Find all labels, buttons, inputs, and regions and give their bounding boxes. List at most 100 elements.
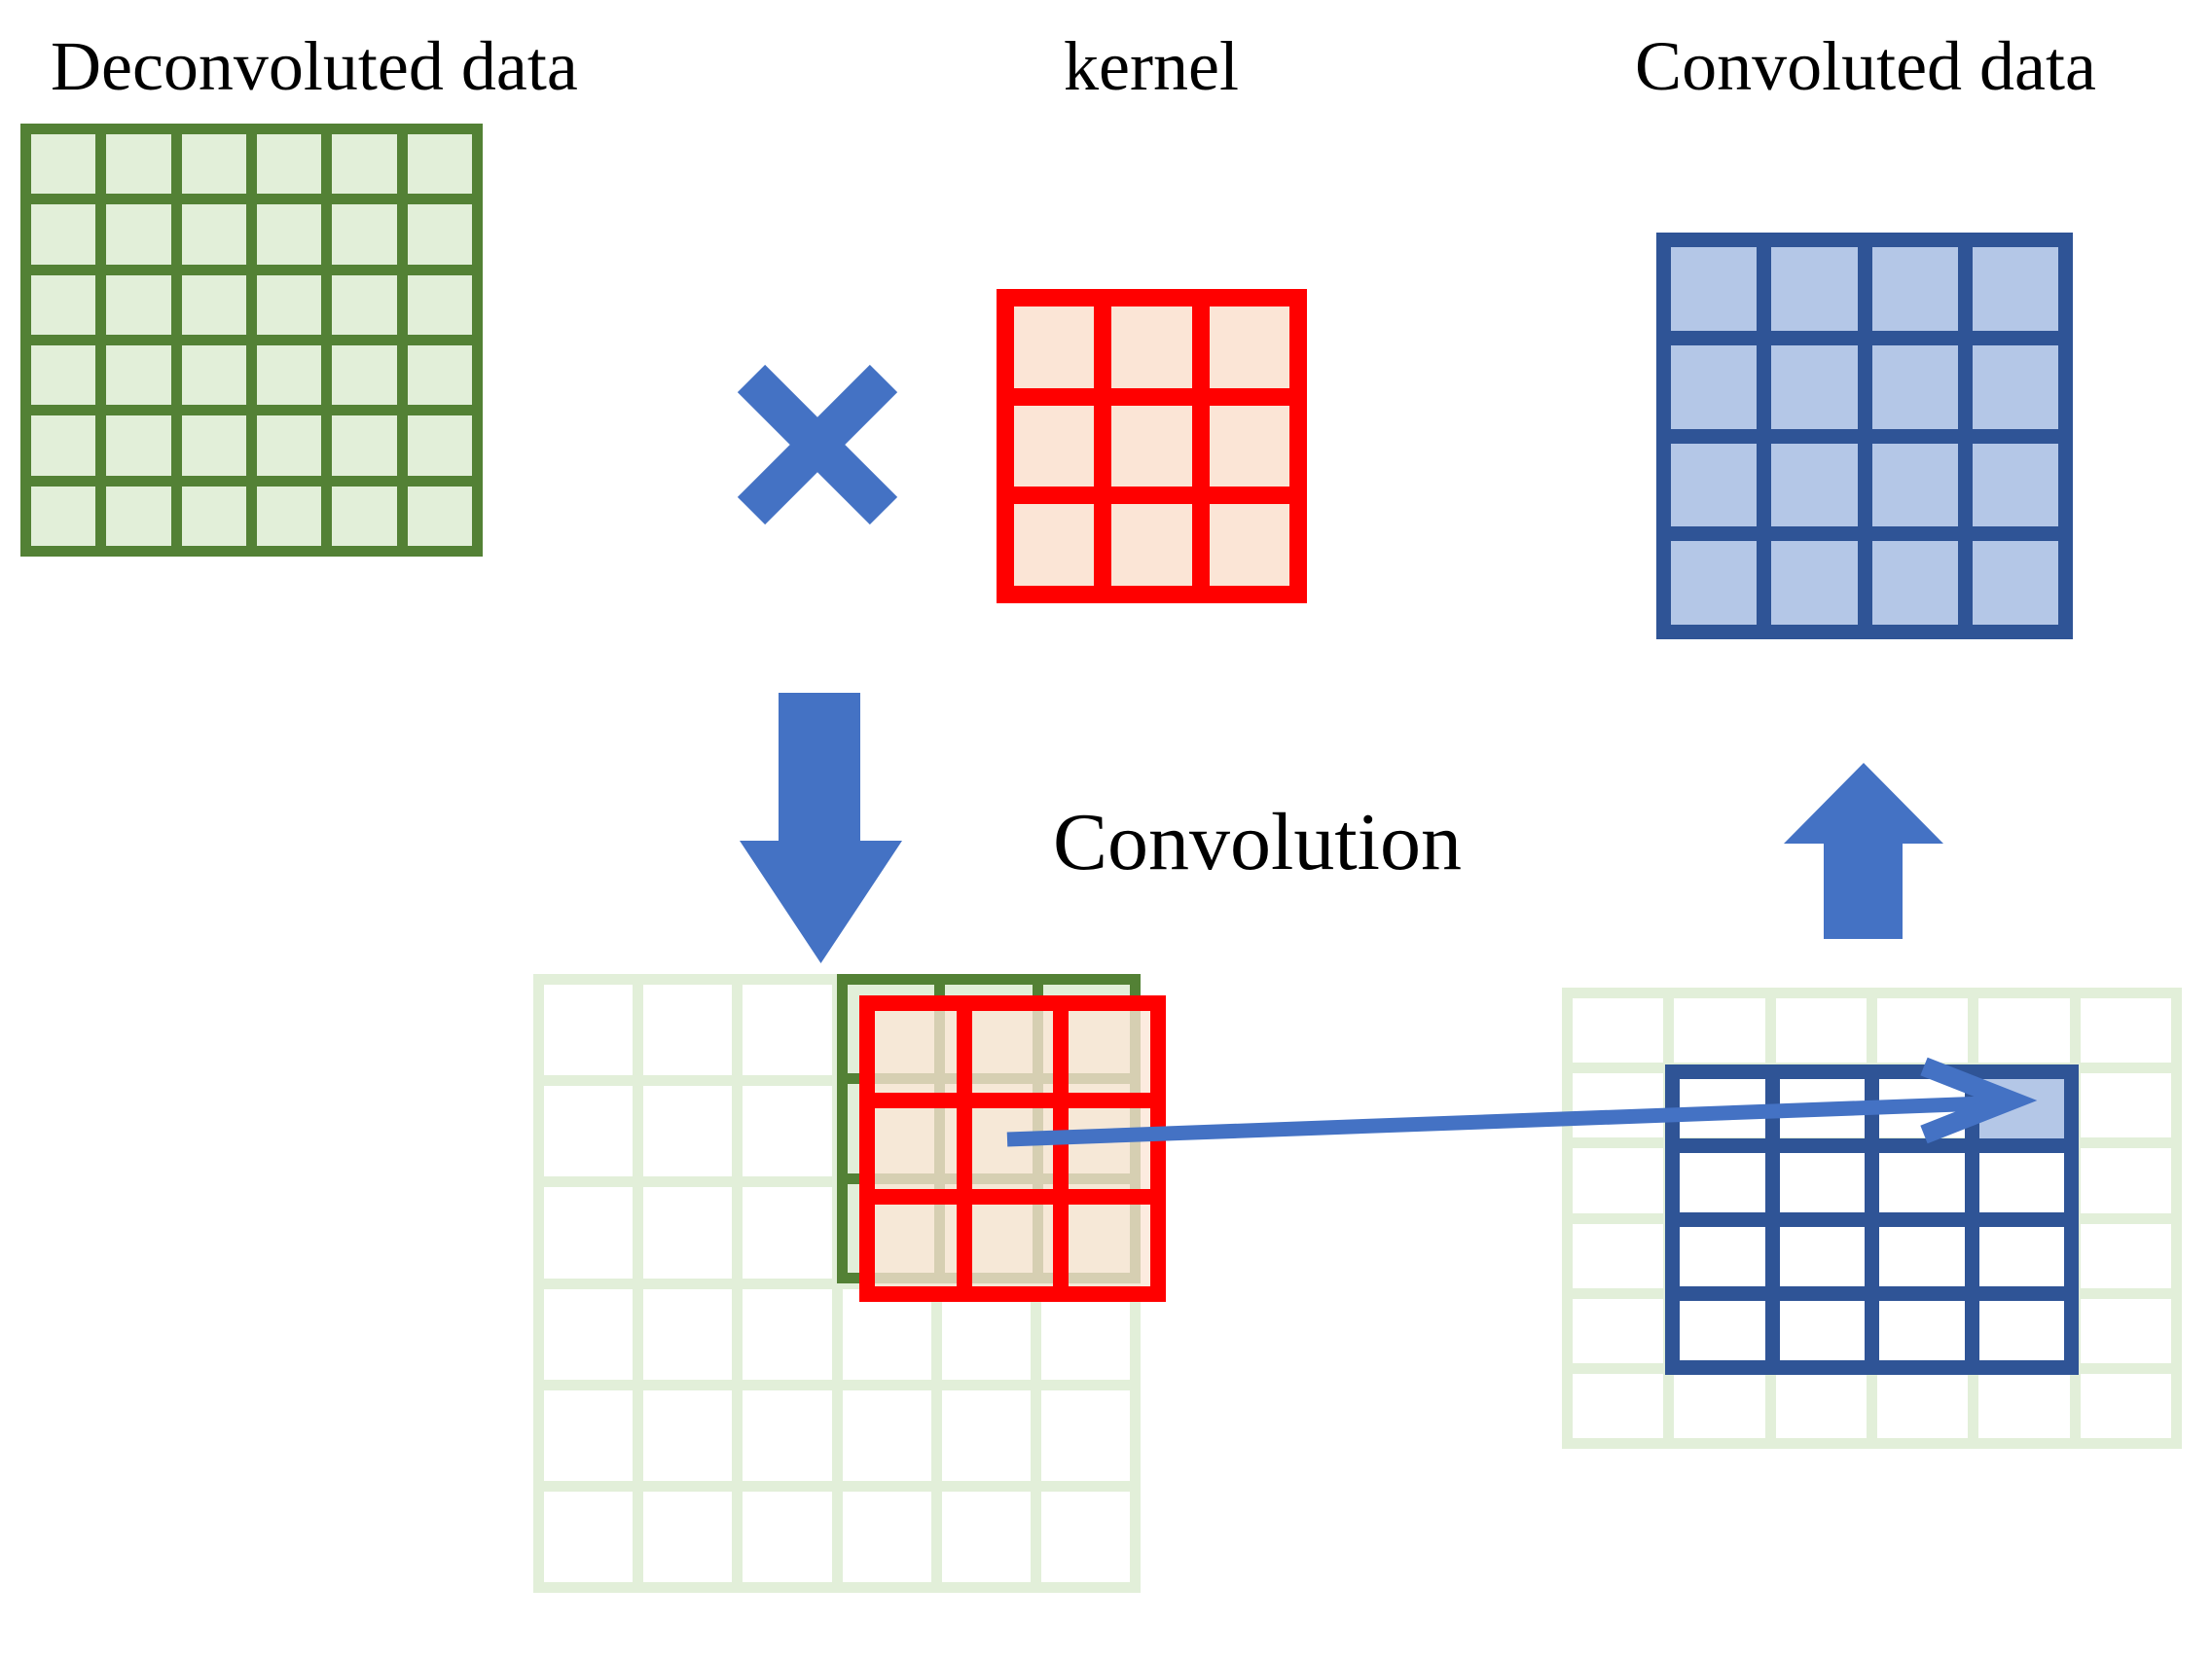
deconvoluted-grid bbox=[20, 124, 483, 557]
grid-cell bbox=[1040, 1491, 1130, 1582]
grid-cell bbox=[2080, 1223, 2171, 1288]
grid-cell bbox=[31, 344, 96, 406]
grid-cell bbox=[1209, 307, 1289, 388]
grid-line bbox=[1671, 330, 2058, 345]
grid-cell bbox=[842, 1389, 931, 1481]
grid-cell bbox=[1972, 541, 2058, 625]
grid-cell bbox=[1069, 1107, 1150, 1190]
convoluted-grid bbox=[1656, 233, 2073, 639]
grid-cell bbox=[1978, 1079, 2064, 1138]
grid-cell bbox=[643, 1491, 733, 1582]
grid-cell bbox=[407, 274, 472, 335]
grid-cell bbox=[1674, 1373, 1765, 1438]
grid-cell bbox=[941, 1389, 1031, 1481]
grid-cell bbox=[544, 1389, 634, 1481]
grid-cell bbox=[643, 1288, 733, 1380]
grid-cell bbox=[332, 344, 397, 406]
grid-cell bbox=[1879, 1079, 1965, 1138]
grid-cell bbox=[257, 204, 322, 265]
grid-cell bbox=[407, 344, 472, 406]
grid-cell bbox=[1978, 1298, 2070, 1363]
grid-cell bbox=[1680, 1227, 1765, 1286]
grid-cell bbox=[1674, 1223, 1765, 1288]
grid-cell bbox=[1877, 1148, 1969, 1213]
grid-cell bbox=[544, 985, 634, 1076]
grid-cell bbox=[257, 486, 322, 546]
grid-cell bbox=[1780, 1227, 1866, 1286]
grid-cell bbox=[257, 344, 322, 406]
grid-line bbox=[1671, 526, 2058, 542]
grid-cell bbox=[1879, 1153, 1965, 1212]
grid-cell bbox=[1111, 504, 1192, 586]
grid-cell bbox=[1573, 1373, 1664, 1438]
grid-cell bbox=[106, 134, 171, 195]
grid-cell bbox=[1069, 1011, 1150, 1093]
grid-line bbox=[1014, 487, 1289, 505]
convolution-label: Convolution bbox=[1052, 797, 1463, 887]
grid-cell bbox=[1979, 1153, 2065, 1212]
grid-cell bbox=[1111, 307, 1192, 388]
grid-cell bbox=[106, 274, 171, 335]
grid-cell bbox=[106, 344, 171, 406]
grid-cell bbox=[1671, 443, 1758, 527]
grid-cell bbox=[743, 1086, 832, 1177]
grid-cell bbox=[407, 415, 472, 476]
grid-cell bbox=[1972, 247, 2058, 331]
grid-cell bbox=[875, 1107, 957, 1190]
grid-line bbox=[31, 194, 472, 205]
grid-line bbox=[31, 405, 472, 416]
grid-cell bbox=[1877, 1298, 1969, 1363]
grid-line bbox=[544, 1480, 1130, 1492]
output-patch-grid bbox=[1665, 1064, 2079, 1375]
grid-cell bbox=[1879, 1227, 1965, 1286]
multiply-icon bbox=[737, 364, 898, 525]
grid-cell bbox=[743, 1491, 832, 1582]
grid-cell bbox=[544, 1187, 634, 1279]
grid-cell bbox=[1871, 443, 1958, 527]
grid-cell bbox=[181, 274, 246, 335]
grid-cell bbox=[407, 486, 472, 546]
grid-cell bbox=[407, 134, 472, 195]
grid-cell bbox=[1111, 405, 1192, 487]
grid-line bbox=[544, 1379, 1130, 1390]
grid-cell bbox=[1775, 998, 1867, 1064]
grid-cell bbox=[332, 415, 397, 476]
grid-cell bbox=[1674, 998, 1765, 1064]
grid-cell bbox=[1573, 1223, 1664, 1288]
grid-cell bbox=[257, 134, 322, 195]
grid-cell bbox=[1780, 1301, 1866, 1360]
grid-cell bbox=[1573, 998, 1664, 1064]
grid-cell bbox=[1871, 247, 1958, 331]
grid-cell bbox=[2080, 1148, 2171, 1213]
grid-cell bbox=[1573, 1298, 1664, 1363]
grid-cell bbox=[643, 1389, 733, 1481]
grid-line bbox=[1053, 1011, 1070, 1286]
grid-line bbox=[1094, 307, 1112, 586]
grid-cell bbox=[1771, 247, 1858, 331]
grid-cell bbox=[1979, 1301, 2065, 1360]
grid-cell bbox=[1978, 1223, 2070, 1288]
grid-cell bbox=[1972, 443, 2058, 527]
grid-cell bbox=[941, 1491, 1031, 1582]
grid-cell bbox=[2080, 1298, 2171, 1363]
grid-cell bbox=[181, 134, 246, 195]
grid-cell bbox=[1209, 504, 1289, 586]
grid-cell bbox=[1771, 541, 1858, 625]
grid-cell bbox=[1780, 1079, 1866, 1138]
grid-cell bbox=[257, 415, 322, 476]
grid-cell bbox=[1871, 344, 1958, 429]
grid-cell bbox=[971, 1011, 1054, 1093]
up-arrow-icon bbox=[1784, 763, 1943, 939]
kernel-title: kernel bbox=[1064, 27, 1239, 105]
grid-cell bbox=[1879, 1301, 1965, 1360]
grid-cell bbox=[257, 274, 322, 335]
down-arrow-icon bbox=[740, 693, 902, 963]
grid-cell bbox=[1978, 1373, 2070, 1438]
grid-cell bbox=[1780, 1153, 1866, 1212]
grid-cell bbox=[181, 204, 246, 265]
grid-cell bbox=[1775, 1298, 1867, 1363]
grid-line bbox=[1671, 428, 2058, 444]
grid-cell bbox=[1573, 1148, 1664, 1213]
grid-line bbox=[1014, 387, 1289, 406]
grid-cell bbox=[31, 415, 96, 476]
